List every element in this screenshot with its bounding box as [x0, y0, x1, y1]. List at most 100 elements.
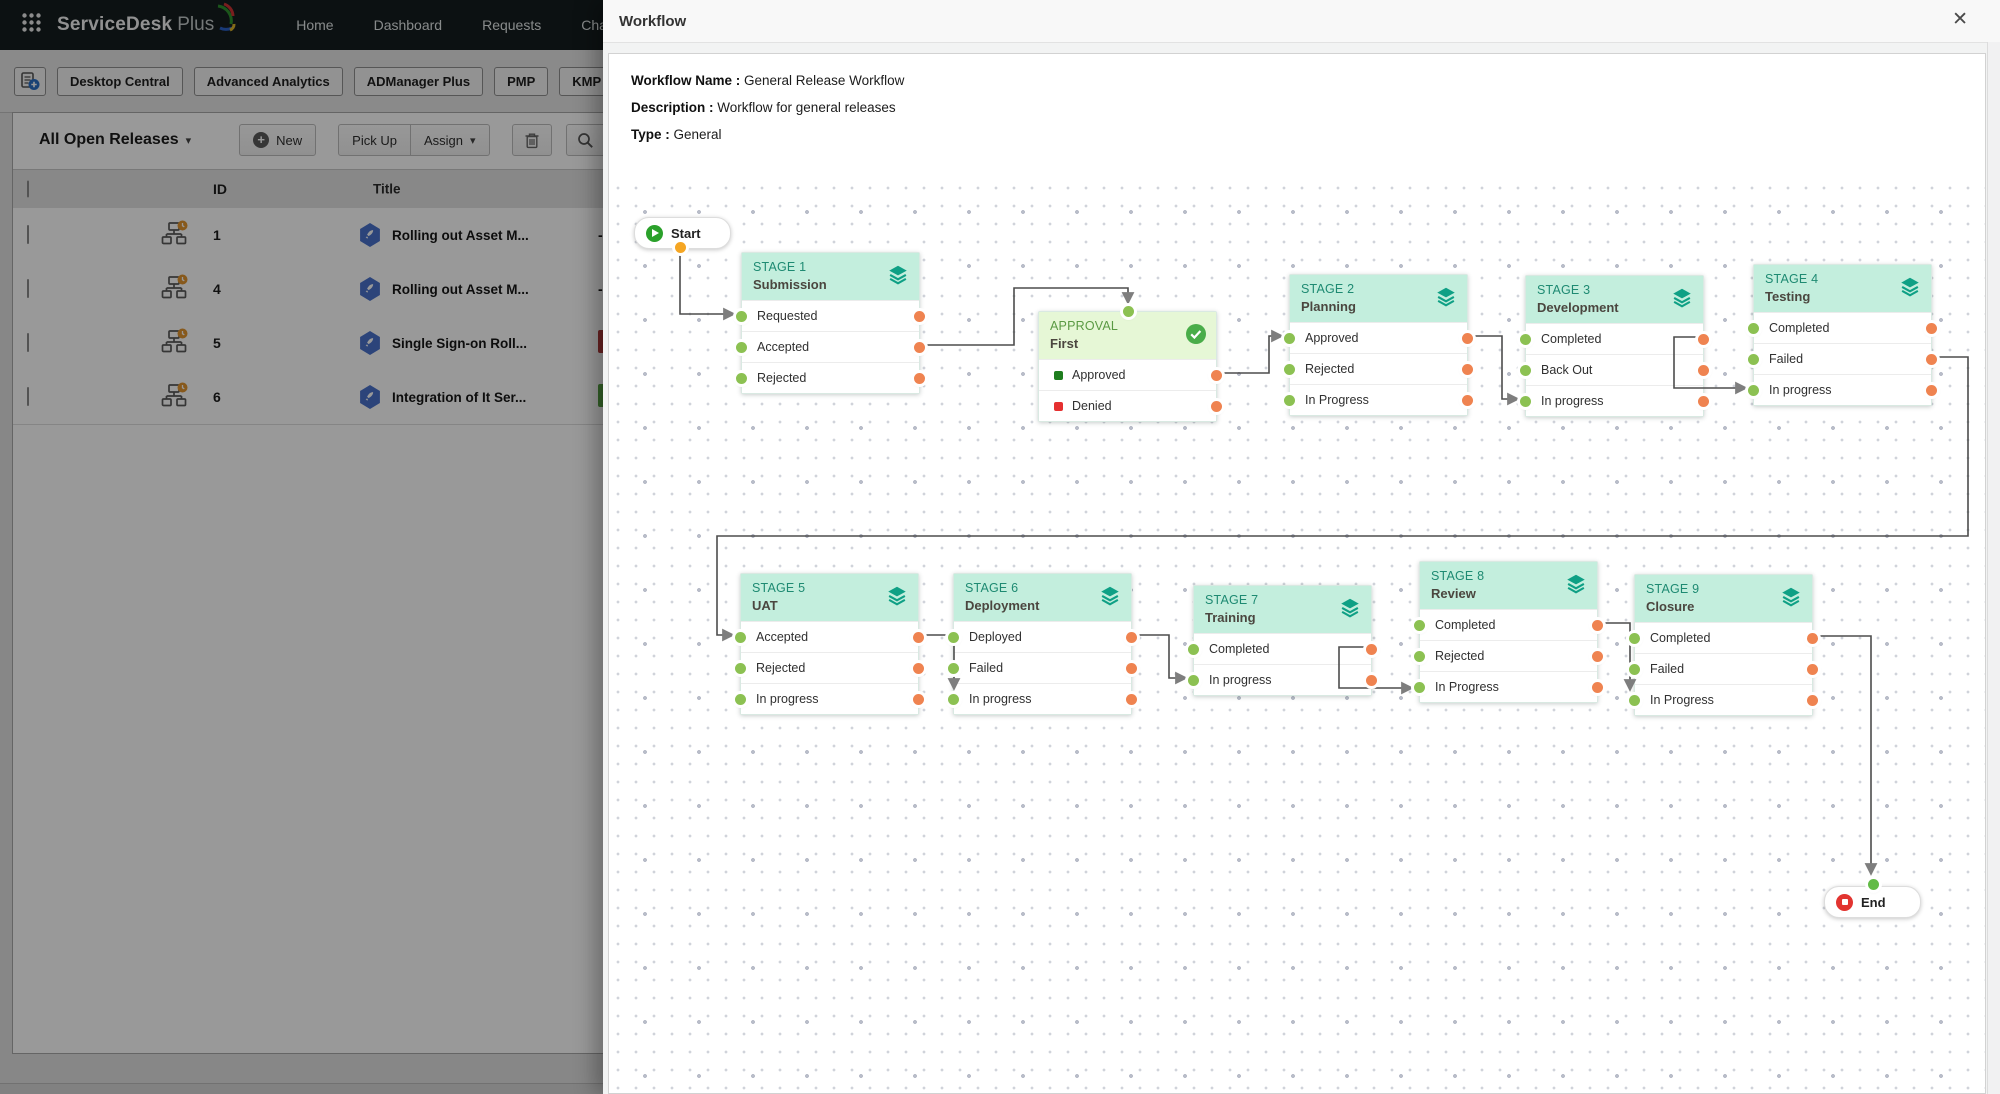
status-row[interactable]: Completed [1748, 312, 1937, 343]
output-port [1592, 650, 1603, 662]
output-port [1366, 643, 1377, 655]
end-node[interactable]: End [1824, 879, 1921, 918]
type-value: General [673, 127, 722, 142]
view-filter-dropdown[interactable]: All Open Releases [39, 131, 179, 148]
output-port [1462, 394, 1473, 406]
assign-button[interactable]: Assign ▾ [410, 124, 490, 156]
release-title[interactable]: Integration of It Ser... [392, 389, 527, 405]
stage-node-4[interactable]: STAGE 4 Testing Completed Failed In prog… [1748, 264, 1937, 406]
status-row[interactable]: In progress [1188, 664, 1377, 695]
pick-up-button[interactable]: Pick Up [338, 124, 411, 156]
delete-button[interactable] [511, 124, 552, 156]
status-row[interactable]: Rejected [735, 652, 924, 683]
status-row[interactable]: Completed [1414, 609, 1603, 640]
search-button[interactable] [565, 124, 606, 156]
status-row[interactable]: Failed [948, 652, 1137, 683]
servicedesk-plus-logo[interactable]: ServiceDesk Plus [57, 2, 240, 39]
status-row[interactable]: Completed [1188, 633, 1377, 664]
status-row[interactable]: In Progress [1414, 671, 1603, 702]
status-row[interactable]: In Progress [1284, 384, 1473, 415]
output-port [1462, 332, 1473, 344]
approval-node[interactable]: APPROVAL First Approved Denied [1038, 306, 1222, 422]
close-icon[interactable]: ✕ [1952, 9, 1968, 30]
workflow-pending-icon[interactable] [161, 382, 189, 412]
column-header-title[interactable]: Title [373, 181, 401, 197]
output-port [1211, 369, 1222, 381]
input-port [1284, 363, 1295, 375]
output-port [1211, 400, 1222, 412]
status-row[interactable]: Rejected [736, 362, 925, 393]
input-port [736, 341, 747, 353]
input-port [1284, 394, 1295, 406]
stage-node-7[interactable]: STAGE 7 Training Completed In progress [1188, 585, 1377, 696]
tab-advanced-analytics[interactable]: Advanced Analytics [193, 66, 343, 96]
approval-label: APPROVAL [1050, 319, 1119, 333]
status-row[interactable]: Failed [1629, 653, 1818, 684]
output-port [914, 310, 925, 322]
status-row[interactable]: In progress [1520, 385, 1709, 416]
start-node[interactable]: Start [634, 217, 731, 253]
status-row[interactable]: Completed [1629, 622, 1818, 653]
workflow-pending-icon[interactable] [161, 274, 189, 304]
row-checkbox[interactable] [27, 387, 29, 406]
status-row[interactable]: Back Out [1520, 354, 1709, 385]
denied-bullet [1054, 401, 1063, 411]
modal-scrollbar-track[interactable] [1987, 42, 2000, 1094]
tab-desktop-central[interactable]: Desktop Central [57, 66, 183, 96]
chevron-down-icon: ▾ [470, 134, 476, 147]
stage-node-3[interactable]: STAGE 3 Development Completed Back Out I… [1520, 275, 1709, 417]
release-title[interactable]: Single Sign-on Roll... [392, 335, 527, 351]
row-checkbox[interactable] [27, 225, 29, 244]
tab-pmp[interactable]: PMP [494, 66, 549, 96]
stage-node-8[interactable]: STAGE 8 Review Completed Rejected In Pro… [1414, 561, 1603, 703]
output-port [1807, 663, 1818, 675]
status-row[interactable]: Completed [1520, 323, 1709, 354]
status-row[interactable]: In progress [735, 683, 924, 714]
status-row[interactable]: Approved [1039, 359, 1222, 390]
status-row[interactable]: Requested [736, 300, 925, 331]
input-port [735, 693, 746, 705]
column-header-id[interactable]: ID [213, 181, 227, 197]
nav-item-home[interactable]: Home [296, 17, 334, 33]
status-row[interactable]: Rejected [1284, 353, 1473, 384]
release-title[interactable]: Rolling out Asset M... [392, 227, 529, 243]
layers-icon [1779, 586, 1803, 612]
stage-node-5[interactable]: STAGE 5 UAT Accepted Rejected In progres… [735, 573, 924, 715]
status-row[interactable]: In progress [948, 683, 1137, 714]
row-checkbox[interactable] [27, 279, 29, 298]
output-port [914, 372, 925, 384]
status-row[interactable]: Deployed [948, 621, 1137, 652]
tab-admanager-plus[interactable]: ADManager Plus [353, 66, 484, 96]
add-tab-button[interactable] [14, 66, 46, 96]
status-row[interactable]: Accepted [736, 331, 925, 362]
input-port [948, 693, 959, 705]
select-all-checkbox[interactable] [27, 180, 29, 198]
input-port [1188, 674, 1199, 686]
new-button[interactable]: + New [239, 124, 317, 156]
nav-item-dashboard[interactable]: Dashboard [373, 17, 443, 33]
release-id: 5 [213, 335, 221, 351]
output-port [913, 631, 924, 643]
stage-node-6[interactable]: STAGE 6 Deployment Deployed Failed In pr… [948, 573, 1137, 715]
status-row[interactable]: Denied [1039, 390, 1222, 421]
output-port [1366, 674, 1377, 686]
row-checkbox[interactable] [27, 333, 29, 352]
status-row[interactable]: Failed [1748, 343, 1937, 374]
stage-label: STAGE 2 [1301, 282, 1355, 296]
status-row[interactable]: Accepted [735, 621, 924, 652]
app-grid-icon[interactable] [22, 13, 41, 37]
workflow-pending-icon[interactable] [161, 220, 189, 250]
release-icon [360, 223, 380, 247]
release-title[interactable]: Rolling out Asset M... [392, 281, 529, 297]
stage-node-9[interactable]: STAGE 9 Closure Completed Failed In Prog… [1629, 574, 1818, 716]
layers-icon [1898, 276, 1922, 302]
status-row[interactable]: In Progress [1629, 684, 1818, 715]
stage-node-2[interactable]: STAGE 2 Planning Approved Rejected In Pr… [1284, 274, 1473, 416]
status-row[interactable]: Rejected [1414, 640, 1603, 671]
input-port [1748, 384, 1759, 396]
nav-item-requests[interactable]: Requests [482, 17, 542, 33]
status-row[interactable]: Approved [1284, 322, 1473, 353]
workflow-pending-icon[interactable] [161, 328, 189, 358]
stage-node-1[interactable]: STAGE 1 Submission Requested Accepted Re… [736, 252, 925, 394]
status-row[interactable]: In progress [1748, 374, 1937, 405]
